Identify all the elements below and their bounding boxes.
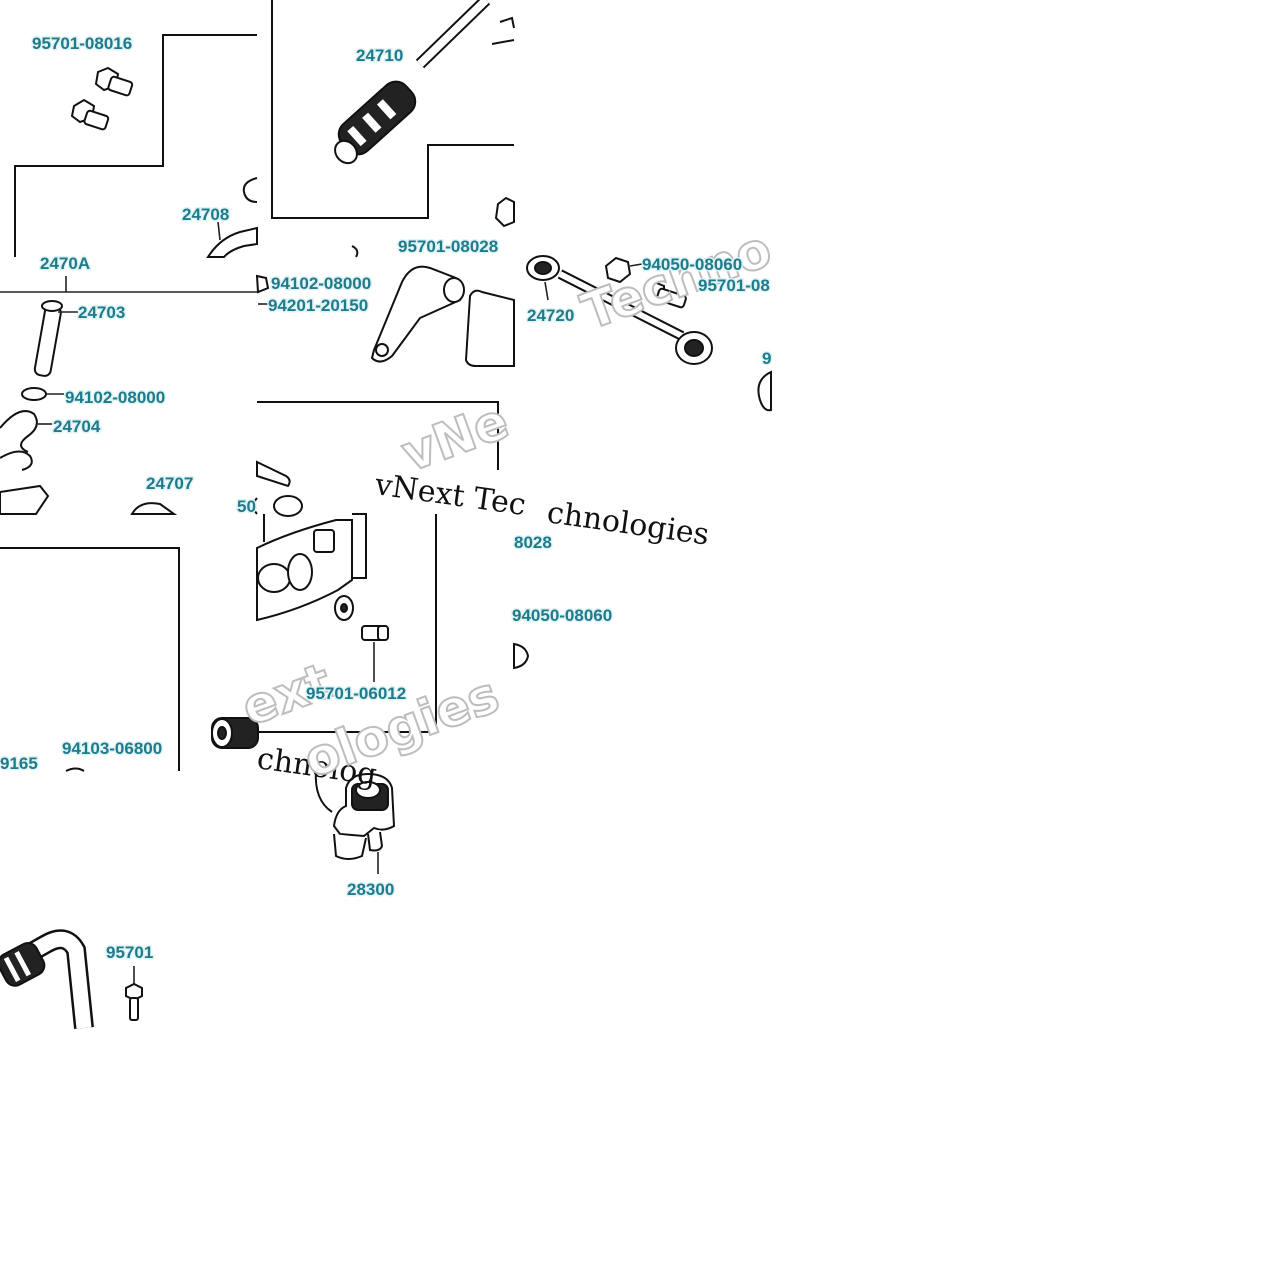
- nut-94050-08060: [604, 256, 632, 284]
- nut-95701-08028: [494, 196, 515, 228]
- frame-line: [271, 0, 514, 219]
- label-95701-08028: 95701-08028: [398, 237, 498, 256]
- foot-peg-24710: [334, 80, 417, 165]
- pedal-arm-24708: [206, 226, 258, 258]
- frame-line: [0, 547, 180, 771]
- bolt-95701: [125, 966, 143, 1021]
- part-50: [252, 497, 258, 515]
- clamp-arm: [314, 770, 333, 813]
- plate-94201-20150: [464, 289, 515, 367]
- nut-small: [255, 274, 270, 294]
- frame-line: [257, 514, 437, 733]
- nut-24707: [130, 502, 178, 515]
- clip: [499, 16, 515, 29]
- rod-24720: [526, 255, 713, 365]
- label-24720: 24720: [527, 306, 574, 325]
- frame-line: [257, 401, 499, 470]
- label-24710: 24710: [356, 46, 403, 65]
- bolt-95701-08: [646, 280, 687, 309]
- hose: [65, 767, 85, 772]
- label-24703: 24703: [78, 303, 125, 322]
- spring-24704: [0, 410, 38, 471]
- label-95701-08: 95701-08: [698, 276, 770, 295]
- pin: [491, 39, 515, 45]
- bracket-94102-08000: [370, 265, 465, 363]
- watermark-text: vNext Tec: [372, 467, 528, 523]
- tile-center: [255, 265, 515, 517]
- label-50: 50: [237, 497, 256, 516]
- label-94050-08060: 94050-08060: [512, 606, 612, 625]
- label-94103-06800: 94103-06800: [62, 739, 162, 758]
- pin-24703: [33, 300, 63, 377]
- bracket-edge: [351, 245, 359, 258]
- ring: [242, 177, 258, 203]
- tile-bottom-left: [0, 547, 259, 772]
- frame-line: [14, 34, 257, 257]
- part-labels: 95701-08016 24710 24708 95701-08028 2470…: [0, 33, 773, 964]
- rod-end: [256, 460, 291, 488]
- part-9: [757, 370, 772, 412]
- tile-middle-right: [526, 255, 772, 412]
- label-95701: 95701: [106, 943, 153, 962]
- tile-bottom-left-lower: [0, 929, 143, 1030]
- rod-inner: [417, 0, 489, 67]
- watermark-text: chnologies: [545, 495, 711, 552]
- plate: [0, 484, 50, 515]
- tile-top-middle: [271, 0, 515, 258]
- label-95701-06012: 95701-06012: [306, 684, 406, 703]
- tile-middle-left: [0, 276, 258, 515]
- tile-bottom-center: [256, 513, 530, 733]
- bolt-95701-06012: [361, 625, 389, 641]
- bolt-95701-08016-a: [94, 66, 134, 97]
- label-94201-20150: 94201-20150: [268, 296, 368, 315]
- label-94102-08000: 94102-08000: [271, 274, 371, 293]
- label-2470A: 2470A: [40, 254, 90, 273]
- label-94102-08000: 94102-08000: [65, 388, 165, 407]
- nut-94050-08060-b: [513, 642, 530, 670]
- handle-bar: [0, 929, 94, 1030]
- tile-top-left: [14, 34, 258, 258]
- label-9165: 9165: [0, 754, 38, 773]
- label-95701-08016: 95701-08016: [32, 34, 132, 53]
- label-94050-08060: 94050-08060: [642, 255, 742, 274]
- label-9: 9: [762, 349, 771, 368]
- label-24704: 24704: [53, 417, 101, 436]
- bolt-95701-08016-b: [70, 98, 110, 131]
- label-24708: 24708: [182, 205, 229, 224]
- clamp-28300: [332, 772, 396, 860]
- label-24707: 24707: [146, 474, 193, 493]
- washer-94102-08000: [21, 387, 47, 401]
- bushing: [273, 495, 303, 517]
- tile-bottom: [314, 770, 396, 874]
- label-28300: 28300: [347, 880, 394, 899]
- label-8028: 8028: [514, 533, 552, 552]
